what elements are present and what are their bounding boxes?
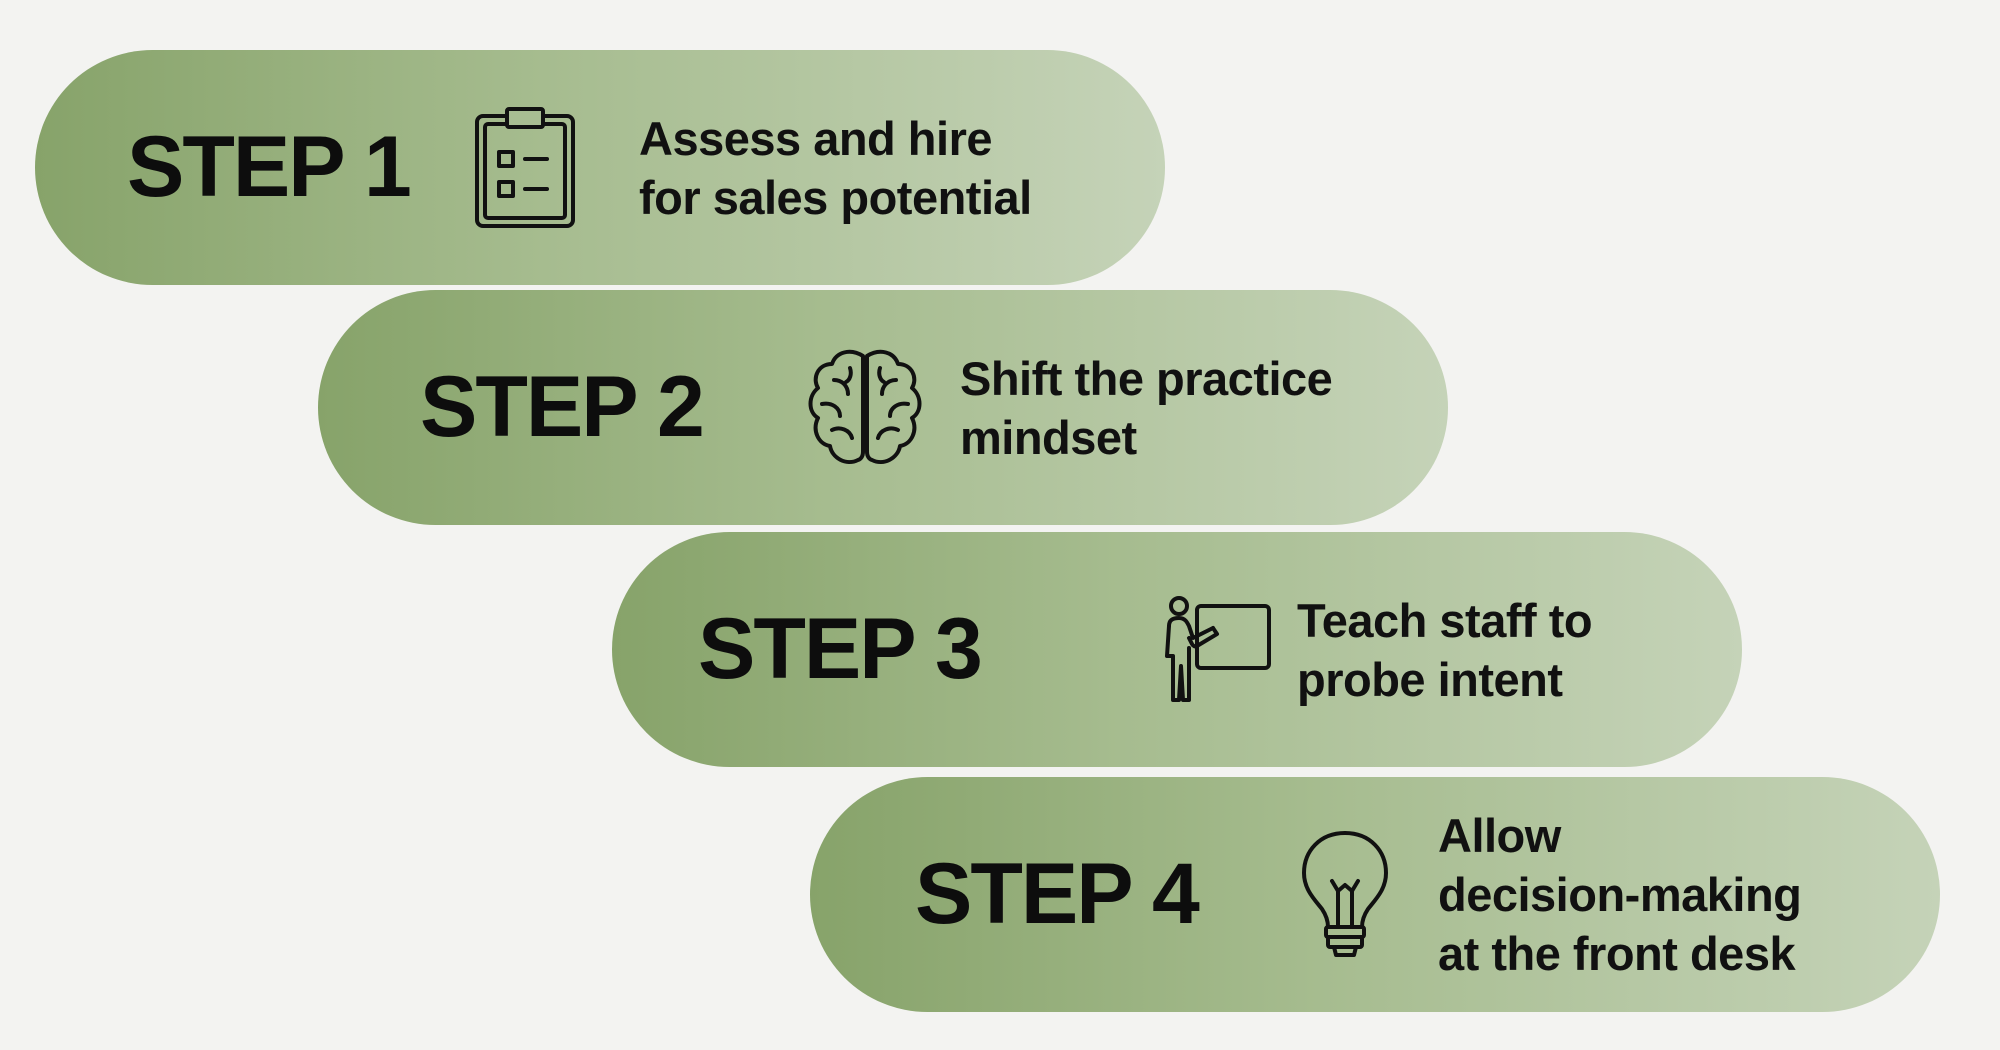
step-1-line-1: Assess and hire xyxy=(639,111,993,165)
step-1-label: STEP 1 xyxy=(127,119,412,215)
step-1-pill: STEP 1 Assess and hire for sales potenti… xyxy=(35,50,1165,285)
step-4-line-3: at the front desk xyxy=(1438,927,1796,980)
step-4-description: Allow decision-making at the front desk xyxy=(1438,777,1802,1012)
step-1-line-2: for sales potential xyxy=(639,170,1032,224)
step-1-description: Assess and hire for sales potential xyxy=(639,50,1032,285)
step-3-line-2: probe intent xyxy=(1297,652,1563,706)
step-3-line-1: Teach staff to xyxy=(1297,593,1593,647)
teacher-board-icon xyxy=(1152,532,1282,767)
step-2-line-2: mindset xyxy=(960,410,1137,464)
step-2-line-1: Shift the practice xyxy=(960,351,1333,405)
brain-icon xyxy=(805,290,925,525)
step-4-line-1: Allow xyxy=(1438,809,1561,862)
step-4-label: STEP 4 xyxy=(915,846,1200,942)
step-3-description: Teach staff to probe intent xyxy=(1297,532,1593,767)
step-4-line-2: decision-making xyxy=(1438,868,1802,921)
clipboard-checklist-icon xyxy=(465,50,585,285)
step-2-pill: STEP 2 Shift the practice mindset xyxy=(318,290,1448,525)
step-4-pill: STEP 4 Allow decision-making at the fron… xyxy=(810,777,1940,1012)
lightbulb-icon xyxy=(1285,777,1405,1012)
step-2-label: STEP 2 xyxy=(420,359,705,455)
step-3-label: STEP 3 xyxy=(698,601,983,697)
step-2-description: Shift the practice mindset xyxy=(960,290,1333,525)
step-3-pill: STEP 3 Teach staff to probe intent xyxy=(612,532,1742,767)
